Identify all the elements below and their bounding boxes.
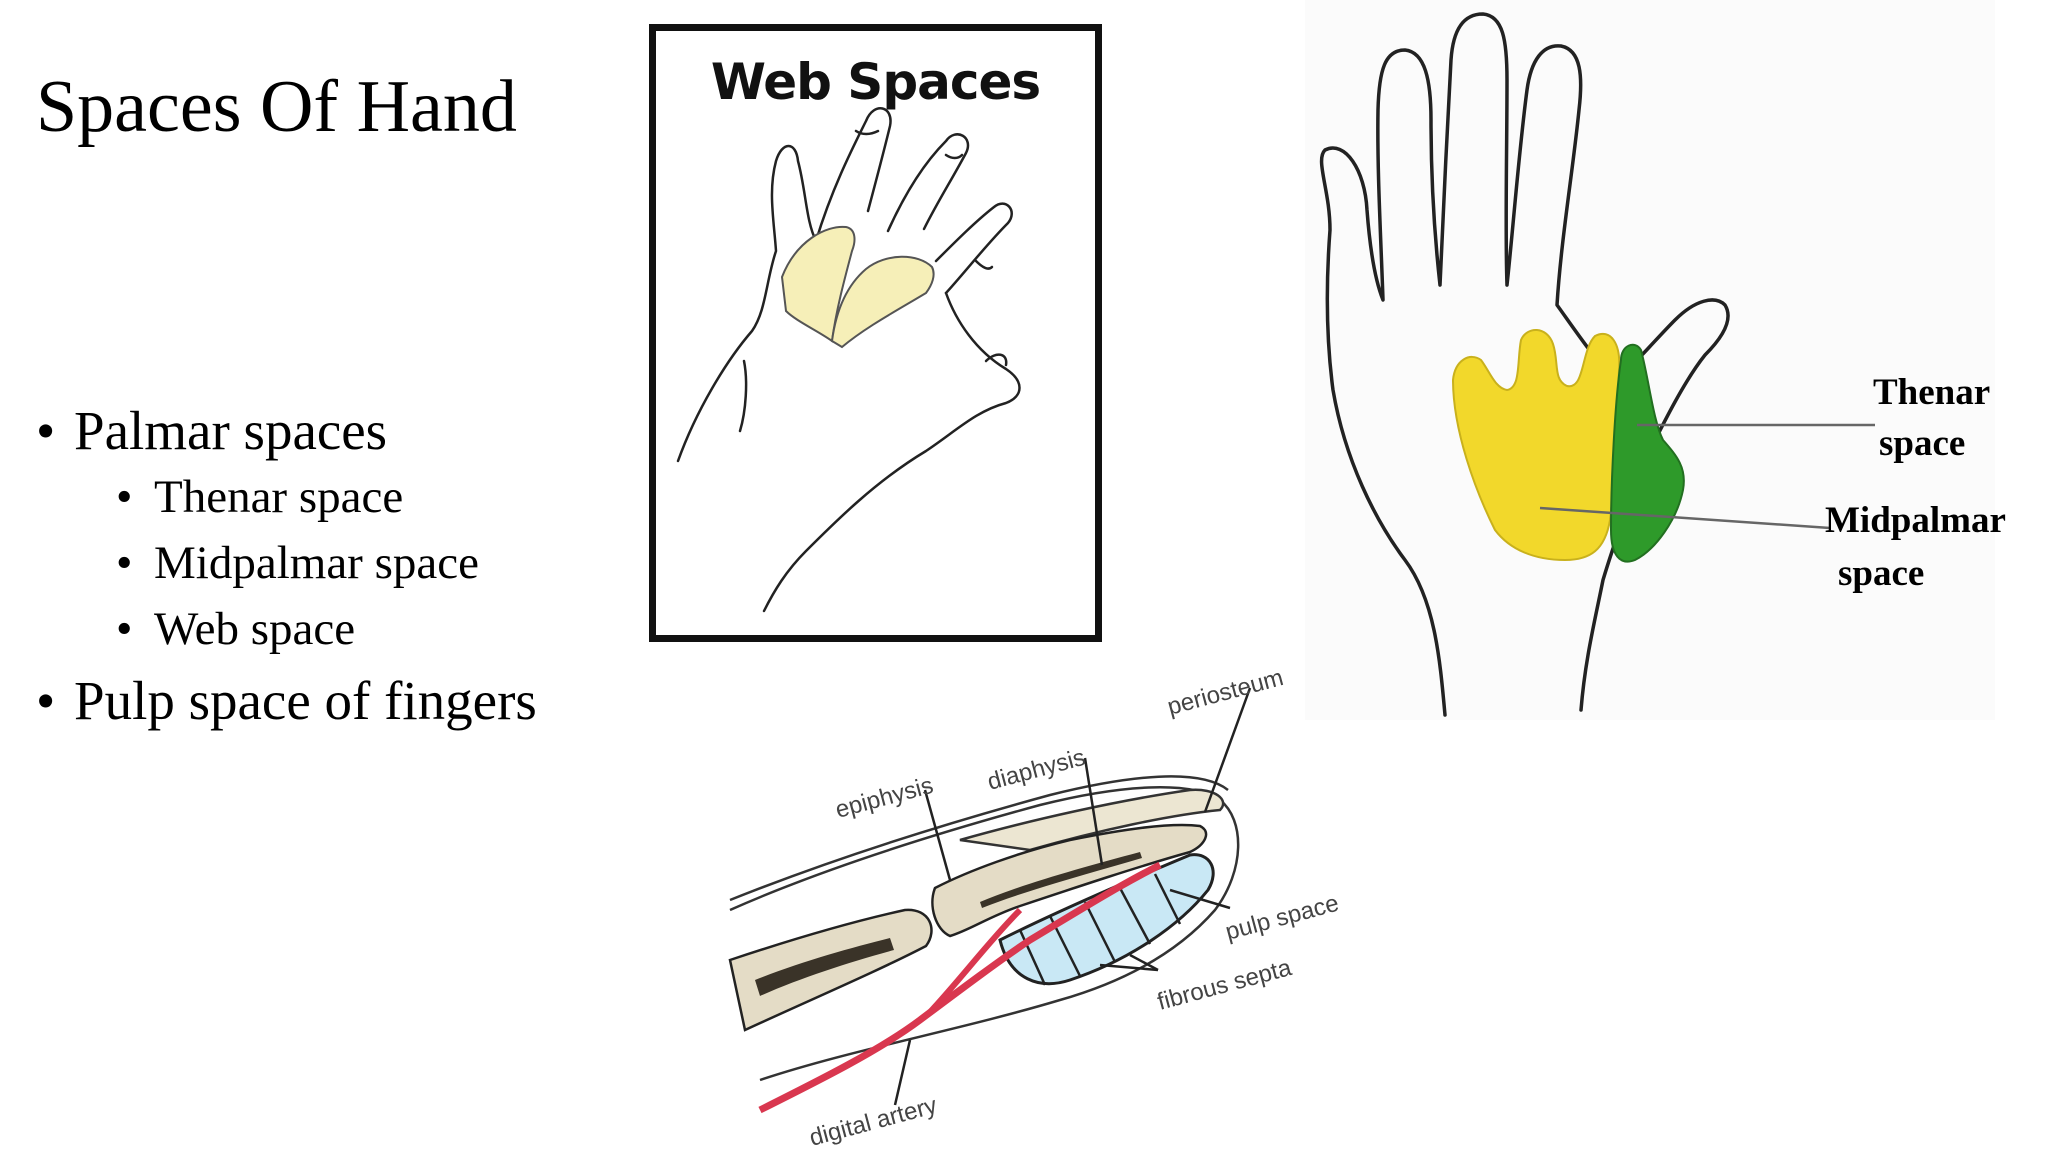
leader-lines [893, 687, 1252, 1106]
digital-artery [758, 861, 1162, 1114]
midpalmar-label-line1: Midpalmar [1825, 500, 2006, 541]
fingernail [959, 788, 1225, 852]
bullet-list: • Palmar spaces • Thenar space • Midpalmar … [36, 398, 537, 734]
sub-bullet-label: Thenar space [154, 471, 404, 523]
hand-outline [1319, 12, 1730, 717]
web-spaces-title: Web Spaces [710, 53, 1041, 111]
bullet-palmar-spaces: • Palmar spaces [36, 398, 537, 464]
bullet-dot: • [116, 537, 133, 589]
fibrous-septa-label: fibrous septa [1155, 954, 1295, 1016]
midpalmar-space [1451, 329, 1621, 562]
sub-bullet-midpalmar: • Midpalmar space [116, 530, 537, 596]
sub-bullet-web: • Web space [116, 596, 537, 662]
bullet-dot: • [116, 471, 133, 523]
pulp-space-label: pulp space [1223, 890, 1342, 946]
midpalmar-label-line2: space [1838, 553, 1924, 594]
digital-artery-label: digital artery [807, 1092, 940, 1152]
middle-phalanx [728, 908, 933, 1032]
bullet-label: Pulp space of fingers [74, 670, 537, 731]
bullet-pulp-space: • Pulp space of fingers [36, 668, 537, 734]
bullet-dot: • [36, 400, 56, 461]
bullet-label: Palmar spaces [74, 400, 388, 461]
bullet-dot: • [36, 670, 56, 731]
bone-marrow-texture [755, 852, 1142, 996]
page-title: Spaces Of Hand [36, 66, 517, 148]
web-spaces-figure: Web Spaces [649, 24, 1102, 642]
sub-bullet-thenar: • Thenar space [116, 464, 537, 530]
finger-skin [729, 775, 1240, 1082]
thenar-space [1609, 343, 1685, 563]
periosteum-label: periosteum [1165, 664, 1287, 721]
digital-artery-branch [927, 907, 1023, 1015]
palm-background [1305, 0, 1995, 720]
thenar-label-line1: Thenar [1873, 372, 1990, 413]
epiphysis-label: epiphysis [833, 772, 937, 824]
midpalmar-leader-line [1539, 506, 1831, 530]
hand-dorsal-drawing [676, 107, 1021, 613]
finger-pulp-figure: periosteum diaphysis epiphysis pulp spac… [728, 664, 1342, 1152]
thenar-label-line2: space [1879, 423, 1965, 464]
sub-bullet-label: Midpalmar space [154, 537, 479, 589]
diaphysis-label: diaphysis [985, 744, 1089, 796]
palm-figure: Thenar space Midpalmar space [1305, 0, 2006, 720]
bullet-dot: • [116, 603, 133, 655]
sub-bullet-label: Web space [154, 603, 356, 655]
